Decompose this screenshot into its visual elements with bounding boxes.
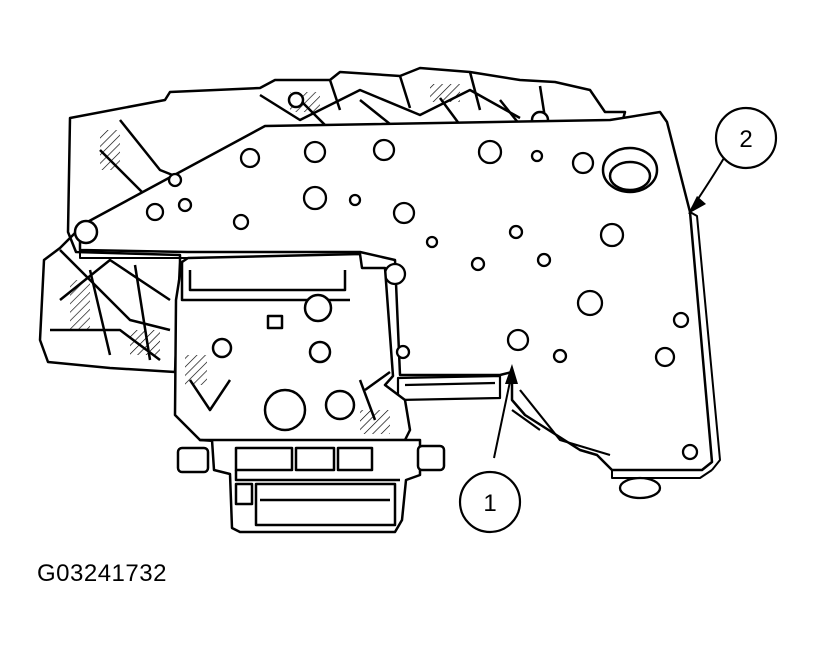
- transfer-plate-ribs: [396, 374, 611, 457]
- plate-holes: [145, 138, 699, 500]
- callout-2-label: 2: [739, 126, 752, 153]
- valve-body-casting: [38, 66, 627, 374]
- callout-2: 2: [688, 106, 778, 214]
- callout-1-circle: [458, 470, 522, 534]
- solenoid-block: [173, 252, 412, 444]
- callout-1-leader: [493, 371, 513, 459]
- callout-1-arrowhead: [505, 364, 518, 384]
- connector-housing: [176, 438, 446, 534]
- callout-1-label: 1: [483, 490, 496, 517]
- separator-plate: [73, 110, 721, 479]
- callout-2-circle: [714, 106, 778, 170]
- callout-1: 1: [458, 364, 522, 534]
- callout-2-arrowhead: [688, 196, 706, 214]
- figure-id: G03241732: [37, 560, 167, 587]
